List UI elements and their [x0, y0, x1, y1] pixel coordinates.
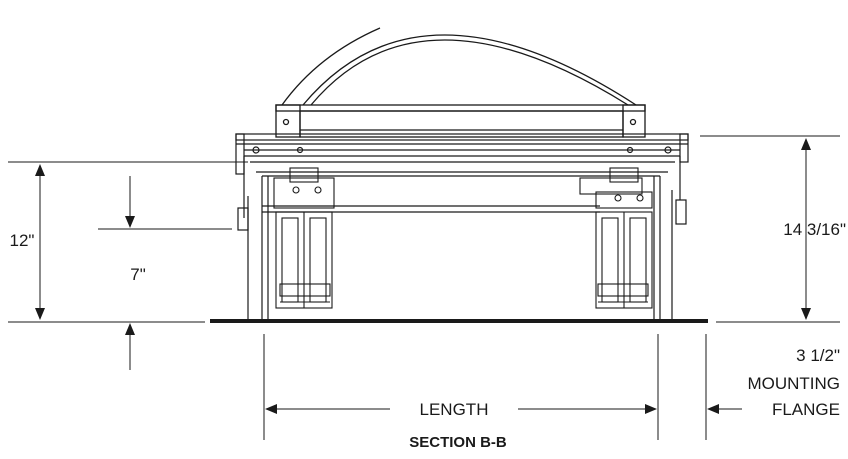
left-operator-assembly [273, 167, 335, 309]
flange-size-label: 3 1/2" [796, 346, 840, 365]
flange-flange-label: FLANGE [772, 400, 840, 419]
mounting-flange [210, 319, 708, 323]
dimension-7-label: 7" [130, 265, 146, 284]
dimension-14-3-16-label: 14 3/16" [783, 220, 846, 239]
dimension-overall-right [700, 135, 840, 323]
flange-mounting-label: MOUNTING [747, 374, 840, 393]
skylight-dome [281, 27, 637, 106]
curb-walls [237, 156, 687, 320]
top-frame [275, 104, 646, 138]
right-operator-assembly [579, 167, 653, 309]
dimension-overall-left [8, 161, 248, 323]
section-title: SECTION B-B [409, 434, 507, 451]
dimension-12-label: 12" [10, 231, 35, 250]
dimension-length [263, 334, 659, 440]
dimension-length-label: LENGTH [420, 400, 489, 419]
dimension-curb-height [98, 176, 232, 370]
dimension-mounting-flange [705, 334, 742, 440]
